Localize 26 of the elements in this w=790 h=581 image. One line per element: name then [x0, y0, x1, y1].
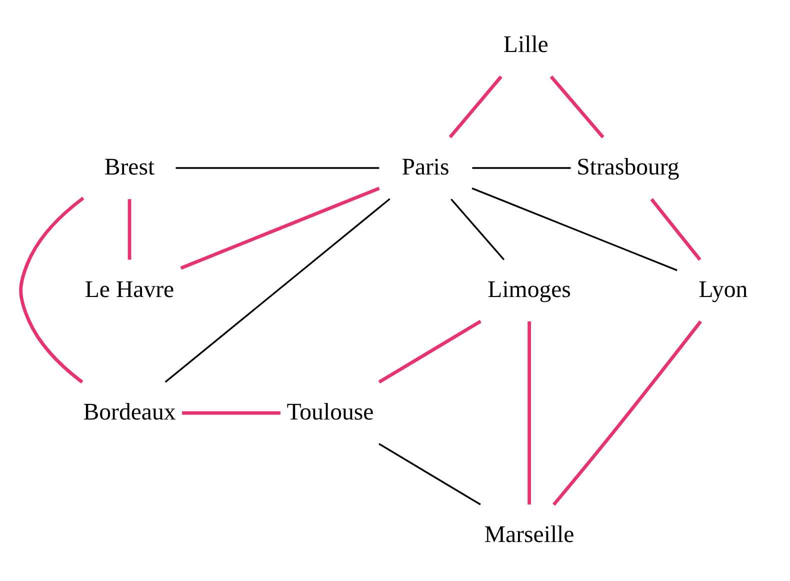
connector [378, 320, 482, 384]
node-text: Strasbourg [576, 154, 680, 180]
connector [19, 196, 84, 384]
connector [448, 76, 502, 138]
connector [650, 198, 702, 261]
node-text: Limoges [488, 276, 571, 303]
connector [176, 167, 380, 169]
connector [472, 188, 678, 272]
connector [128, 199, 132, 260]
node-text: Bordeaux [83, 399, 176, 426]
connector [472, 167, 571, 169]
node-text: Marseille [484, 522, 574, 548]
node-text: Le Havre [84, 276, 174, 303]
connector [182, 411, 280, 415]
node-text: Brest [104, 154, 155, 180]
node-text: Paris [402, 154, 450, 180]
connector [164, 198, 390, 383]
connector [180, 186, 380, 270]
connector [552, 320, 702, 506]
connector [378, 443, 481, 506]
connector [450, 198, 505, 260]
node-text: Toulouse [286, 399, 374, 426]
connector [528, 321, 532, 505]
node-text: Lyon [698, 276, 748, 303]
node-text: Lille [503, 32, 548, 58]
connector [550, 76, 604, 138]
